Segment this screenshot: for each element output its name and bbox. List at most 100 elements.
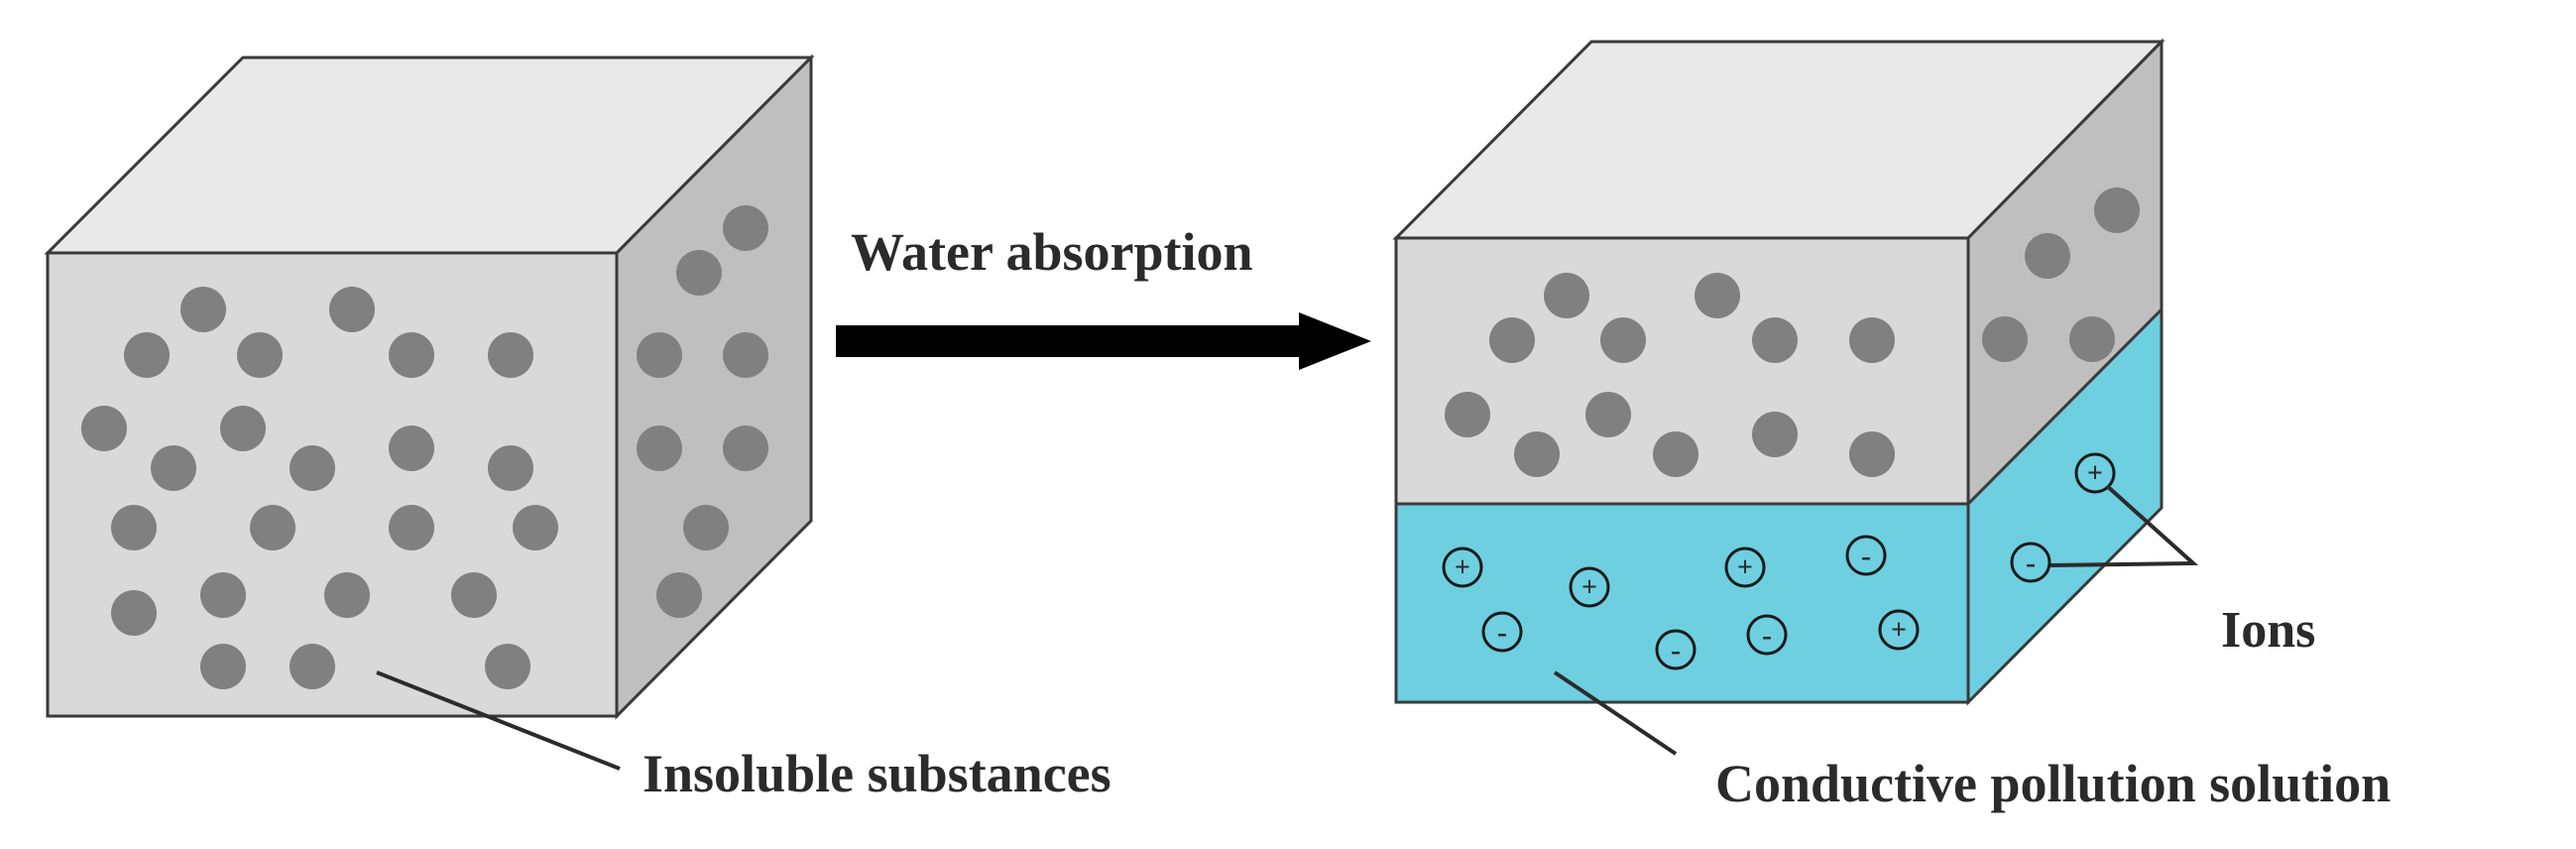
positive-ion-ring — [1442, 546, 1483, 588]
particle — [324, 572, 370, 618]
ions-label: Ions — [2221, 602, 2315, 659]
negative-ion-ring — [1845, 535, 1887, 576]
negative-ion-sign: - — [1861, 540, 1871, 572]
negative-ion: - — [1481, 611, 1523, 653]
particle — [1585, 392, 1631, 437]
particle — [513, 505, 558, 550]
particle — [683, 505, 729, 550]
wet-pollution-block: + + + + + - - — [1392, 38, 2199, 756]
particle — [637, 425, 682, 471]
conductive-solution-label: Conductive pollution solution — [1715, 754, 2391, 813]
particle — [389, 332, 434, 378]
particle — [250, 505, 295, 550]
insoluble-substances-label: Insoluble substances — [643, 744, 1112, 803]
process-label: Water absorption — [851, 222, 1253, 282]
insoluble-particles-front — [81, 287, 558, 689]
particle — [329, 287, 375, 332]
positive-ion-sign: + — [2087, 458, 2103, 489]
particle — [1445, 392, 1490, 437]
particle — [81, 406, 127, 451]
side-waterline — [1966, 307, 2164, 506]
positive-ion-ring — [1569, 566, 1610, 608]
particle — [124, 332, 170, 378]
wet-block-front-solution — [1396, 504, 1968, 702]
particle — [290, 644, 335, 689]
solution-leader-line — [1553, 670, 1678, 756]
particle — [1849, 317, 1895, 363]
particle — [2094, 187, 2140, 233]
positive-ion-sign: + — [1581, 572, 1597, 603]
particle — [656, 572, 702, 618]
negative-ion: - — [2010, 542, 2051, 583]
process-arrow — [836, 312, 1371, 370]
particle — [1982, 316, 2028, 362]
particle — [200, 644, 246, 689]
particle — [723, 425, 768, 471]
positive-ion: + — [2074, 452, 2116, 494]
positive-ion: + — [1442, 546, 1483, 588]
negative-ion-ring — [1481, 611, 1523, 653]
particle — [1695, 273, 1740, 318]
particle — [488, 445, 533, 491]
positive-ion: + — [1569, 566, 1610, 608]
particle — [1849, 431, 1895, 477]
particle — [1752, 317, 1798, 363]
particle — [488, 332, 533, 378]
positive-ion-ring — [1878, 609, 1920, 651]
negative-ion-sign: - — [1497, 616, 1507, 649]
ions-leader-lines — [2049, 484, 2199, 567]
particle — [237, 332, 283, 378]
negative-ion-sign: - — [1671, 634, 1681, 667]
particle — [290, 445, 335, 491]
particle — [220, 406, 266, 451]
particle — [723, 205, 768, 251]
dry-pollution-block — [44, 54, 815, 771]
negative-ion: - — [1655, 629, 1697, 670]
particle — [111, 590, 157, 636]
particle — [1514, 431, 1560, 477]
wet-block-front-outline — [1394, 236, 1970, 704]
arrow-shaft — [836, 325, 1302, 357]
particle — [1600, 317, 1646, 363]
insoluble-particles-side — [637, 205, 768, 618]
positive-ion: + — [1724, 546, 1766, 588]
negative-ion-ring — [1655, 629, 1697, 670]
particle — [676, 250, 722, 296]
particle — [1489, 317, 1535, 363]
particle — [485, 644, 530, 689]
insoluble-particles-wet-front — [1445, 273, 1895, 477]
positive-ion-sign: + — [1455, 552, 1470, 583]
particle — [389, 505, 434, 550]
insoluble-leader-line — [376, 670, 621, 771]
particle — [151, 445, 196, 491]
particle — [111, 505, 157, 550]
particle — [180, 287, 226, 332]
negative-ion-sign: - — [2026, 546, 2036, 579]
wet-block-side-solution — [1968, 309, 2162, 702]
negative-ion: - — [1746, 614, 1788, 656]
particle — [1752, 412, 1798, 457]
particle — [723, 332, 768, 378]
particle — [200, 572, 246, 618]
negative-ion-sign: - — [1762, 619, 1772, 652]
negative-ion-ring — [1746, 614, 1788, 656]
dry-block-front-face — [46, 251, 619, 718]
particle — [389, 425, 434, 471]
arrow-head — [1299, 312, 1371, 370]
insoluble-particles-wet-side — [1982, 187, 2140, 362]
positive-ion: + — [1878, 609, 1920, 651]
particle — [2069, 316, 2115, 362]
particle — [1653, 431, 1698, 477]
ions-in-solution: + + + + + - - — [1442, 452, 2116, 670]
negative-ion-ring — [2010, 542, 2051, 583]
positive-ion-ring — [1724, 546, 1766, 588]
negative-ion: - — [1845, 535, 1887, 576]
positive-ion-sign: + — [1737, 552, 1753, 583]
wet-block-side-dry — [1968, 42, 2162, 504]
particle — [2025, 233, 2070, 279]
positive-ion-ring — [2074, 452, 2116, 494]
particle — [1544, 273, 1589, 318]
particle — [451, 572, 497, 618]
positive-ion-sign: + — [1891, 615, 1907, 646]
